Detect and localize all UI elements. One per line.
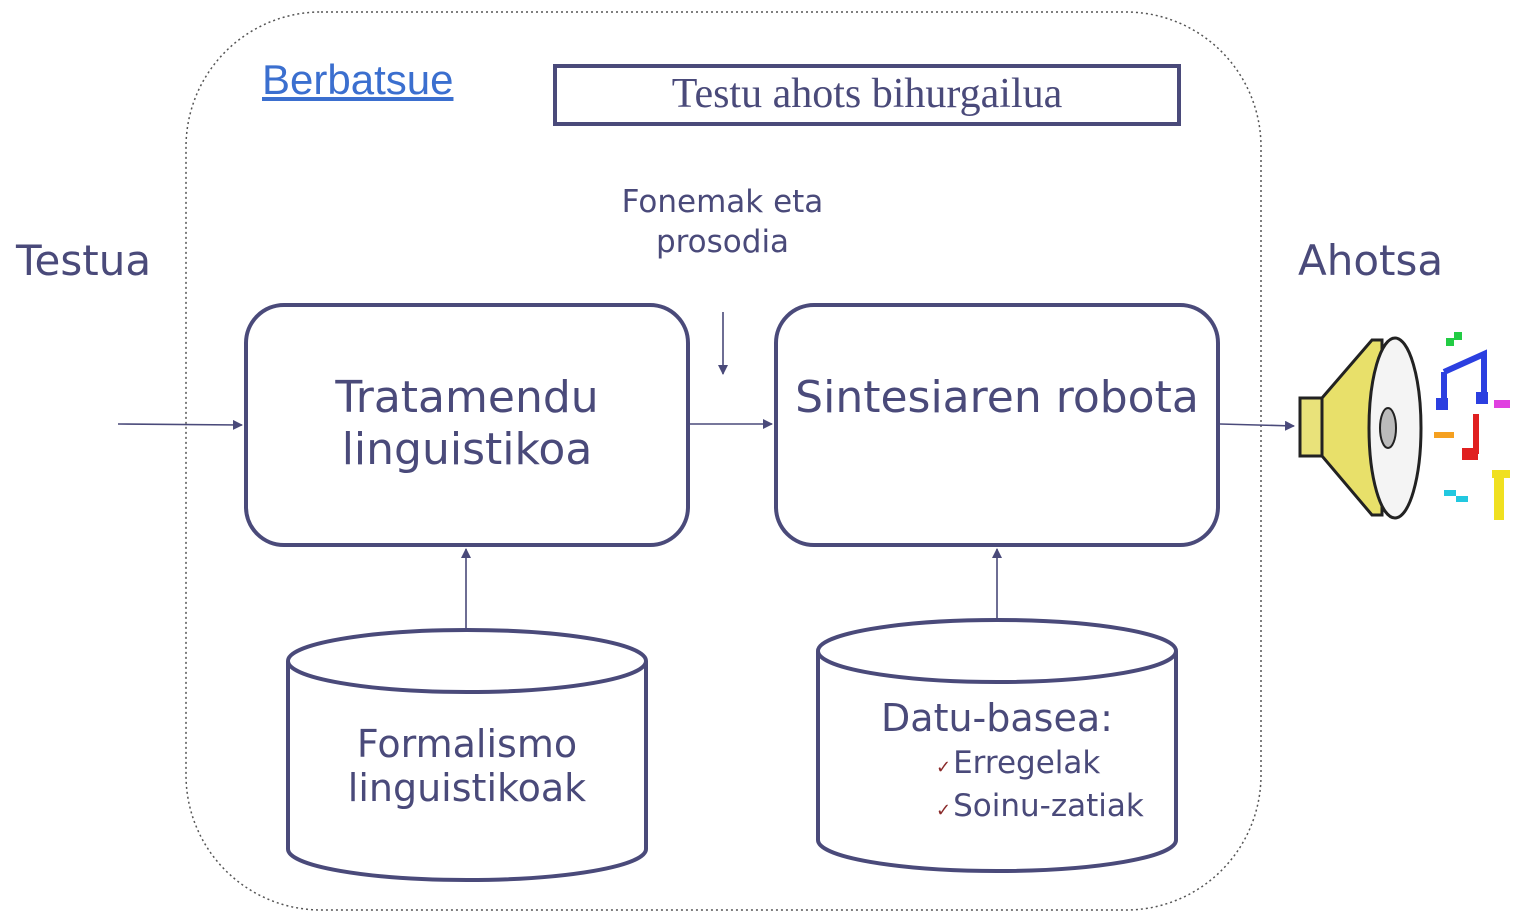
db-database-item-label: Soinu-zatiak [953, 788, 1144, 824]
system-boundary [185, 11, 1262, 911]
box-synthesis-robot [774, 303, 1220, 547]
db-linguistic-formalisms [286, 628, 648, 882]
arrow-input [117, 419, 243, 430]
arrow-output [1219, 420, 1295, 431]
speaker-icon [1298, 336, 1423, 520]
checkmark-icon: ✓ [936, 757, 952, 778]
db-database-item-label: Erregelak [953, 745, 1101, 781]
music-notes-icon [1434, 332, 1510, 520]
berbatsue-link[interactable]: Berbatsue [262, 56, 454, 103]
output-label: Ahotsa [1298, 236, 1444, 285]
diagram-title: Testu ahots bihurgailua [671, 71, 1063, 117]
title-frame [553, 64, 1181, 126]
box-linguistic-processing-label: Tratamendu linguistikoa [335, 372, 599, 475]
db-database-item: ✓Erregelak [936, 745, 1100, 781]
db-linguistic-formalisms-label: Formalismo linguistikoak [347, 722, 587, 810]
db-database [816, 618, 1178, 873]
db-database-item: ✓Soinu-zatiak [936, 788, 1144, 824]
intermediate-label: Fonemak eta prosodia [621, 184, 824, 260]
box-synthesis-robot-label: Sintesiaren robota [795, 372, 1199, 423]
input-label: Testua [16, 236, 152, 285]
db-database-title: Datu-basea: [881, 696, 1113, 740]
box-linguistic-processing [244, 303, 690, 547]
checkmark-icon: ✓ [936, 800, 952, 821]
